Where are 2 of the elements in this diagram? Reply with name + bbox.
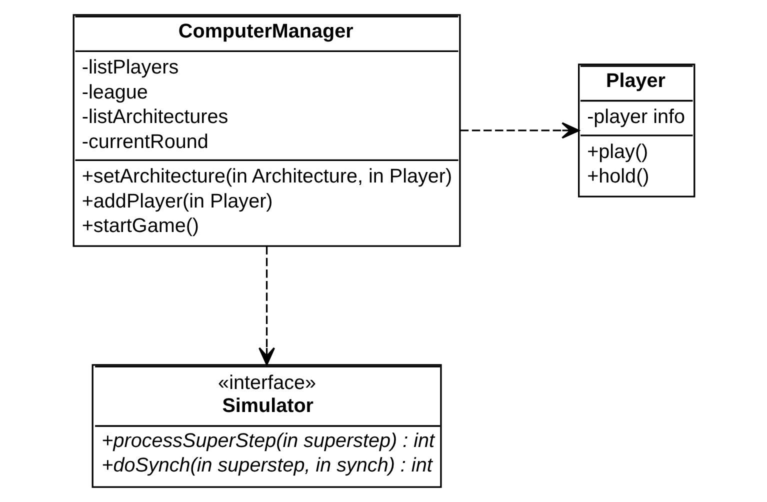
arrow [460, 122, 580, 139]
arrow [258, 246, 275, 366]
